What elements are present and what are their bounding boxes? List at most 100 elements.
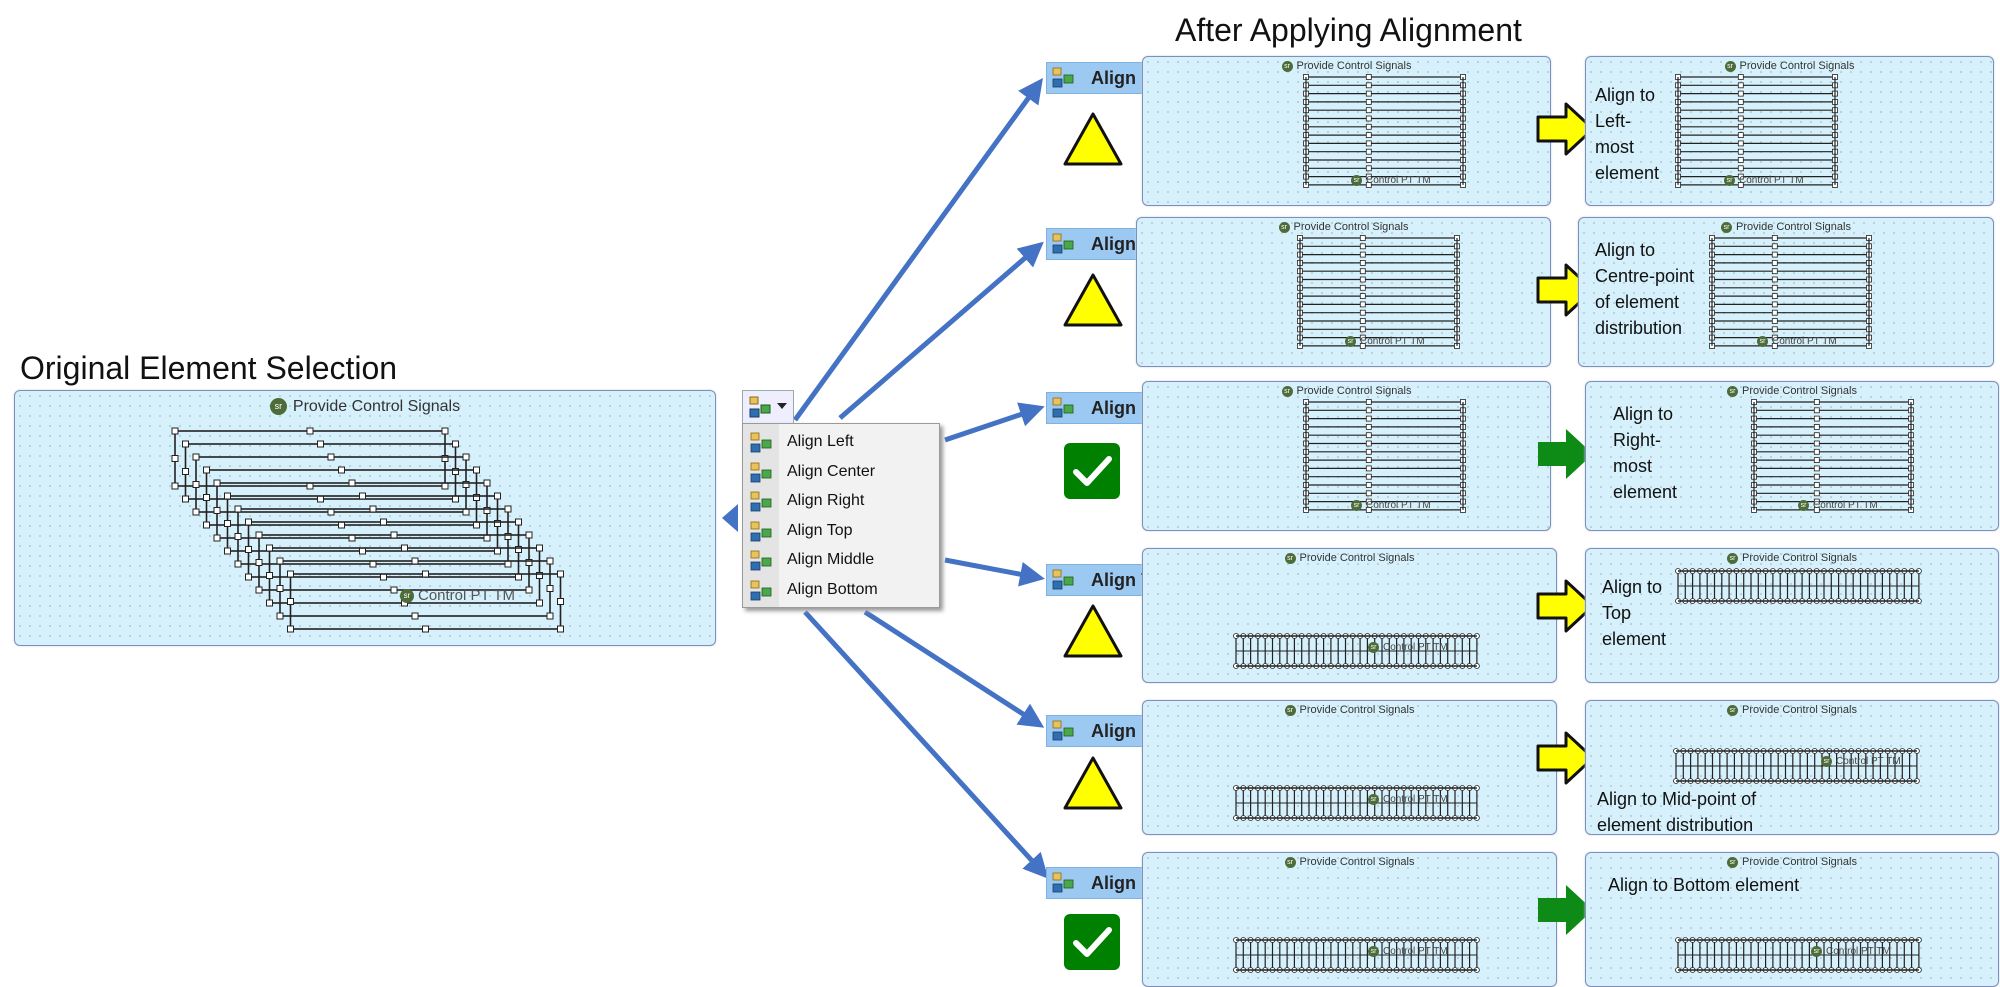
sr-badge-icon: sr xyxy=(1727,856,1739,868)
menu-item-label: Align Right xyxy=(787,492,865,509)
green-arrow-icon xyxy=(1538,429,1593,479)
before-graphic xyxy=(1233,633,1480,669)
after-graphic xyxy=(1675,74,1838,188)
status-ok xyxy=(1064,443,1120,504)
result-arrow-align-bottom xyxy=(1536,882,1596,943)
connector-align-middle xyxy=(863,609,1045,728)
collapse-arrow-icon xyxy=(722,504,738,532)
sr-badge-icon: sr xyxy=(1368,794,1379,805)
sr-badge-icon: sr xyxy=(269,398,287,416)
original-selection-title: Original Element Selection xyxy=(20,350,398,386)
sr-badge-icon: sr xyxy=(1368,946,1379,957)
connector-align-left xyxy=(792,77,1043,422)
menu-item-align-left[interactable]: Align Left xyxy=(743,427,939,457)
menu-item-align-middle[interactable]: Align Middle xyxy=(743,545,939,575)
description-align-middle: Align to Mid-point of element distributi… xyxy=(1597,789,1757,835)
after-graphic xyxy=(1675,937,1922,973)
align-middle-icon xyxy=(1052,720,1074,741)
before-graphic xyxy=(1233,785,1480,821)
status-warning xyxy=(1062,111,1124,172)
sr-badge-icon: sr xyxy=(1284,552,1296,564)
after-graphic xyxy=(1673,748,1920,784)
sr-badge-icon: sr xyxy=(1721,221,1733,233)
menu-item-align-top[interactable]: Align Top xyxy=(743,516,939,546)
menu-item-align-center[interactable]: Align Center xyxy=(743,457,939,487)
sr-badge-icon: sr xyxy=(1727,552,1739,564)
sr-badge-icon: sr xyxy=(1278,221,1290,233)
align-bottom-icon xyxy=(1052,872,1074,893)
connector-align-bottom xyxy=(803,610,1049,879)
align-toolbar-icon xyxy=(749,396,771,418)
sr-badge-icon: sr xyxy=(1281,385,1293,397)
result-arrow-align-middle xyxy=(1536,730,1596,791)
sr-badge-icon: sr xyxy=(1724,175,1735,186)
after-graphic xyxy=(1709,235,1872,349)
description-align-top: Align to Top element xyxy=(1602,577,1667,649)
description-align-bottom: Align to Bottom element xyxy=(1608,875,1800,895)
result-arrow-align-left xyxy=(1536,101,1596,162)
sr-badge-icon: sr xyxy=(1727,704,1739,716)
menu-item-align-bottom[interactable]: Align Bottom xyxy=(743,575,939,605)
green-arrow-icon xyxy=(1538,885,1593,935)
connector-align-right xyxy=(944,402,1045,443)
menu-item-label: Align Left xyxy=(787,433,854,450)
warning-triangle-icon xyxy=(1063,273,1123,327)
before-graphic xyxy=(1233,937,1480,973)
align-center-icon xyxy=(750,462,772,482)
warning-triangle-icon xyxy=(1063,604,1123,658)
check-icon xyxy=(1064,443,1120,499)
sr-badge-icon: sr xyxy=(1351,175,1362,186)
after-graphic xyxy=(1751,399,1914,513)
align-menu: Align Left Align Center Align Right Alig… xyxy=(742,423,940,608)
sr-badge-icon: sr xyxy=(1821,756,1832,767)
sr-badge-icon: sr xyxy=(1727,385,1739,397)
status-warning xyxy=(1062,755,1124,816)
align-dropdown-button[interactable] xyxy=(742,390,794,424)
sr-badge-icon: sr xyxy=(1345,336,1356,347)
before-graphic xyxy=(1303,399,1466,513)
sr-badge-icon: sr xyxy=(400,589,414,604)
sr-badge-icon: sr xyxy=(1368,642,1379,653)
status-warning xyxy=(1062,272,1124,333)
yellow-arrow-icon xyxy=(1536,579,1595,633)
status-warning xyxy=(1062,603,1124,664)
warning-triangle-icon xyxy=(1063,756,1123,810)
menu-item-label: Align Bottom xyxy=(787,580,878,598)
menu-item-align-right[interactable]: Align Right xyxy=(743,486,939,516)
result-arrow-align-right xyxy=(1536,426,1596,487)
menu-item-label: Align Middle xyxy=(787,551,875,568)
